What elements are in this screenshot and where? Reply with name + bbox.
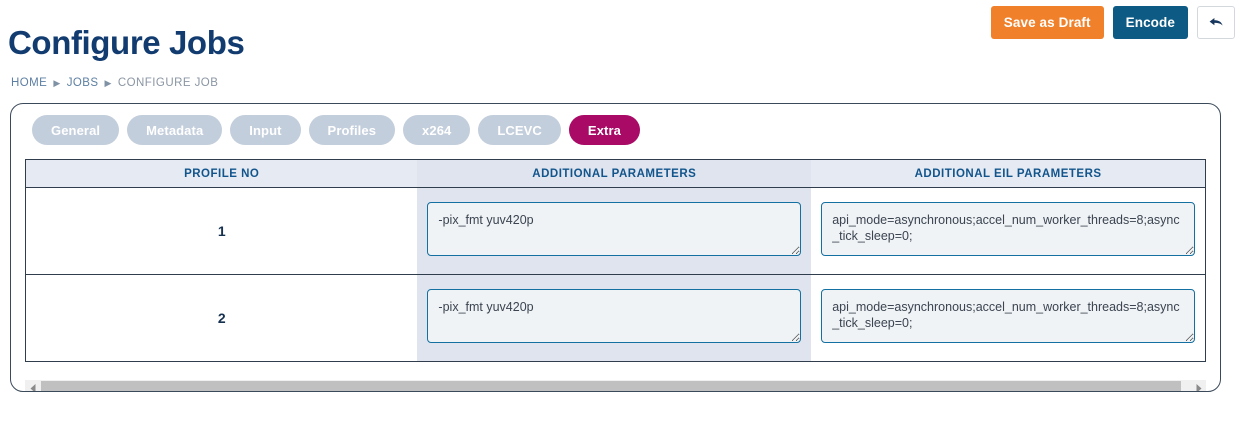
tab-x264[interactable]: x264: [403, 115, 471, 145]
cell-additional-eil-parameters: [811, 187, 1205, 275]
cell-additional-parameters: [417, 187, 812, 275]
column-header-additional-parameters[interactable]: ADDITIONAL PARAMETERS: [417, 160, 812, 188]
cell-additional-parameters: [417, 274, 812, 361]
tab-extra[interactable]: Extra: [568, 115, 640, 145]
save-as-draft-button[interactable]: Save as Draft: [990, 6, 1104, 39]
back-arrow-icon: [1208, 16, 1225, 30]
cell-additional-eil-parameters: [811, 274, 1205, 361]
breadcrumb-separator-icon: ▶: [104, 77, 112, 88]
extra-parameters-table: PROFILE NO ADDITIONAL PARAMETERS ADDITIO…: [26, 160, 1205, 361]
column-header-profile-no[interactable]: PROFILE NO: [26, 160, 418, 188]
table-row: 2: [26, 274, 1205, 361]
horizontal-scrollbar[interactable]: [25, 380, 1206, 391]
tab-profiles[interactable]: Profiles: [308, 115, 396, 145]
scrollbar-thumb[interactable]: [41, 381, 1181, 391]
tab-metadata[interactable]: Metadata: [127, 115, 223, 145]
cell-profile-no: 1: [26, 187, 418, 275]
scroll-right-arrow-icon[interactable]: [1190, 380, 1206, 391]
tab-general[interactable]: General: [32, 115, 120, 145]
table-row: 1: [26, 187, 1205, 275]
scroll-left-arrow-icon[interactable]: [25, 380, 41, 391]
breadcrumb-item-current: CONFIGURE JOB: [117, 77, 219, 89]
table-header-row: PROFILE NO ADDITIONAL PARAMETERS ADDITIO…: [26, 160, 1205, 188]
column-header-additional-eil-parameters[interactable]: ADDITIONAL EIL PARAMETERS: [811, 160, 1205, 188]
tab-lcevc[interactable]: LCEVC: [478, 115, 561, 145]
configure-jobs-card: General Metadata Input Profiles x264 LCE…: [10, 103, 1221, 392]
scrollbar-track[interactable]: [41, 380, 1190, 391]
extra-parameters-table-wrapper: PROFILE NO ADDITIONAL PARAMETERS ADDITIO…: [25, 159, 1206, 362]
breadcrumb-item-home[interactable]: HOME: [11, 77, 48, 89]
back-button[interactable]: [1197, 6, 1235, 39]
additional-eil-parameters-input-row-1[interactable]: [821, 201, 1195, 256]
page-title: Configure Jobs: [8, 24, 245, 61]
cell-profile-no: 2: [26, 274, 418, 361]
top-action-bar: Save as Draft Encode: [990, 6, 1235, 39]
additional-parameters-input-row-1[interactable]: [427, 201, 802, 256]
breadcrumb-separator-icon: ▶: [53, 77, 61, 88]
additional-eil-parameters-input-row-2[interactable]: [821, 288, 1195, 343]
tab-input[interactable]: Input: [230, 115, 301, 145]
breadcrumb-item-jobs[interactable]: JOBS: [66, 77, 99, 89]
encode-button[interactable]: Encode: [1112, 6, 1188, 39]
breadcrumb: HOME ▶ JOBS ▶ CONFIGURE JOB: [11, 77, 218, 89]
tab-bar: General Metadata Input Profiles x264 LCE…: [11, 104, 1220, 145]
additional-parameters-input-row-2[interactable]: [427, 288, 802, 343]
